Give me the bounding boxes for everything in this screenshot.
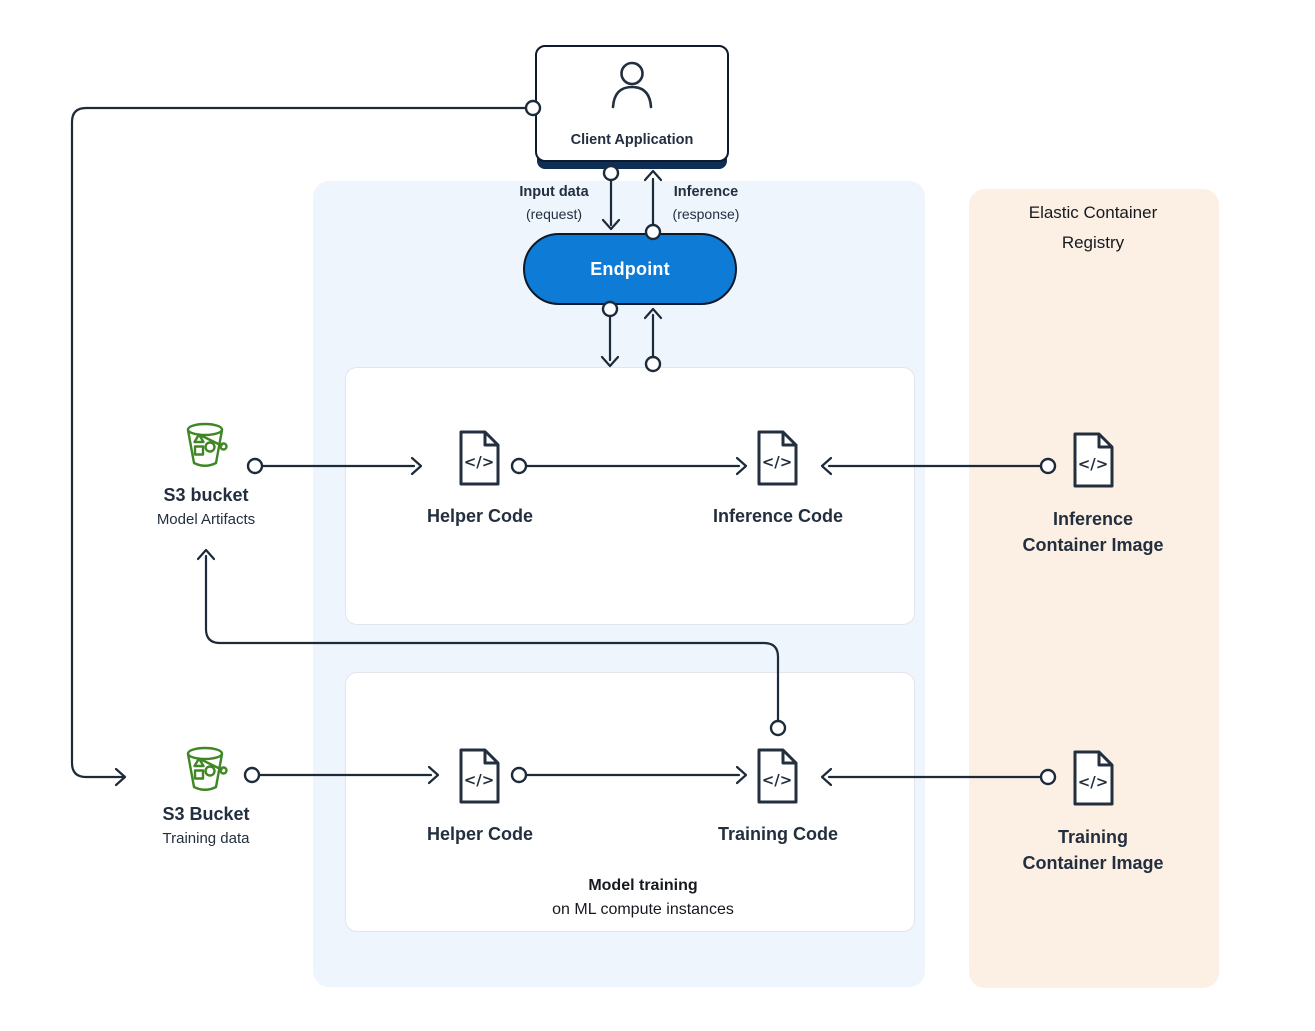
code-glyph: </> [762,453,793,471]
response-title: Inference [673,184,739,200]
training-code-label: Training Code [717,824,838,844]
inference-code-label: Inference Code [712,506,844,526]
model-training-caption: Model training on ML compute instances [498,874,788,922]
code-file-icon: </> [459,748,500,804]
inference-container-image-line2: Container Image [1022,535,1164,555]
training-container-image-line2: Container Image [1022,853,1164,873]
code-glyph: </> [762,771,793,789]
code-file-icon: </> [1073,432,1114,488]
s3-training-subtitle: Training data [162,830,250,847]
code-glyph: </> [464,453,495,471]
code-file-icon: </> [757,430,798,486]
inference-container-image-label: Inference Container Image [1008,506,1178,558]
code-file-icon: </> [757,748,798,804]
model-training-caption-subtitle: on ML compute instances [552,901,734,918]
response-subtitle: (response) [672,206,740,222]
inference-container-image-line1: Inference [1052,509,1134,529]
code-glyph: </> [1078,773,1109,791]
endpoint-label: Endpoint [590,258,670,279]
elastic-container-registry-panel [969,189,1219,988]
code-glyph: </> [1078,455,1109,473]
code-file-icon: </> [459,430,500,486]
model-training-caption-title: Model training [588,877,698,894]
s3-bucket-icon [186,422,228,467]
request-subtitle: (request) [525,206,583,222]
client-application-node: Client Application [535,45,729,162]
s3-model-title: S3 bucket [163,485,249,505]
ecr-title: Elastic Container Registry [1003,198,1183,258]
code-glyph: </> [464,771,495,789]
s3-training-title: S3 Bucket [162,804,250,824]
s3-bucket-icon [186,746,228,791]
code-file-icon: </> [1073,750,1114,806]
ecr-title-line1: Elastic Container [1028,203,1158,222]
user-icon [611,61,653,109]
client-application-label: Client Application [570,132,694,148]
inference-hosting-box [345,367,915,625]
ecr-title-line2: Registry [1061,233,1125,252]
request-title: Input data [519,184,589,200]
s3-model-subtitle: Model Artifacts [156,511,256,528]
training-container-image-line1: Training [1057,827,1128,847]
request-flow-label: Input data (request) [489,181,619,225]
response-flow-label: Inference (response) [641,181,771,225]
endpoint-node: Endpoint [523,233,737,305]
training-helper-code-label: Helper Code [426,824,534,844]
inference-helper-code-label: Helper Code [426,506,534,526]
training-container-image-label: Training Container Image [1008,824,1178,876]
